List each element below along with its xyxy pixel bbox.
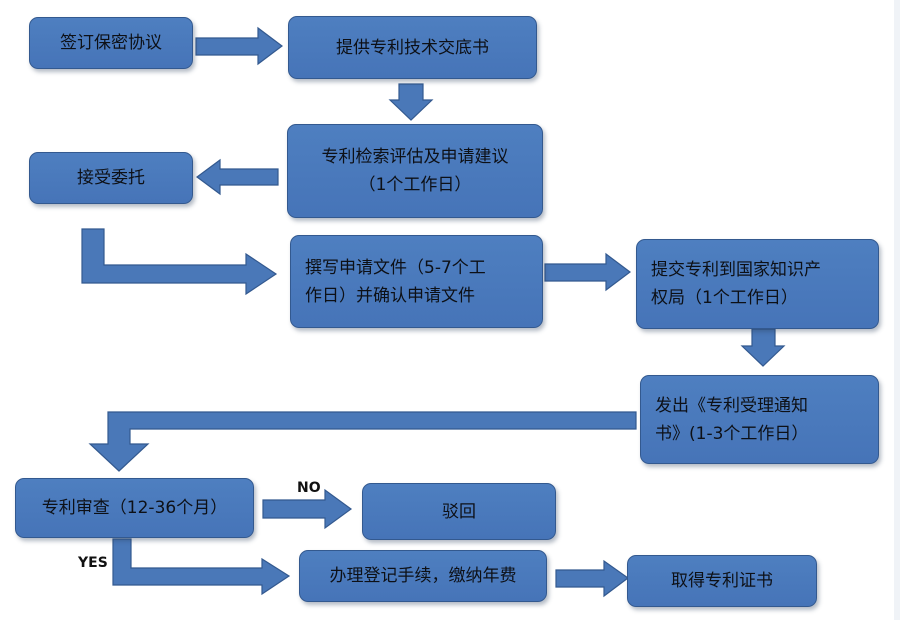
node-search-evaluation: 专利检索评估及申请建议 （1个工作日） bbox=[287, 124, 543, 218]
node-submit-cnipa-line2: 权局（1个工作日） bbox=[651, 288, 798, 308]
node-write-application: 撰写申请文件（5-7个工 作日）并确认申请文件 bbox=[290, 235, 543, 328]
arrow-accept-to-write bbox=[81, 228, 278, 296]
node-submit-cnipa: 提交专利到国家知识产 权局（1个工作日） bbox=[636, 239, 879, 329]
arrow-submit-to-notice bbox=[740, 328, 786, 367]
node-rejection: 驳回 bbox=[362, 483, 556, 540]
node-obtain-certificate-label: 取得专利证书 bbox=[671, 571, 773, 591]
node-acceptance-notice-line1: 发出《专利受理通知 bbox=[655, 395, 808, 416]
edge-label-no: NO bbox=[297, 480, 321, 496]
arrow-provide-to-search bbox=[388, 83, 434, 121]
arrow-write-to-submit bbox=[544, 252, 631, 292]
node-provide-disclosure-label: 提供专利技术交底书 bbox=[336, 37, 489, 58]
node-write-application-line1: 撰写申请文件（5-7个工 bbox=[305, 257, 486, 278]
node-accept-commission: 接受委托 bbox=[29, 152, 193, 204]
arrow-exam-to-register bbox=[112, 538, 291, 596]
node-rejection-label: 驳回 bbox=[442, 501, 476, 522]
arrow-notice-to-exam bbox=[88, 411, 637, 472]
node-register-pay-fee-label: 办理登记手续，缴纳年费 bbox=[329, 566, 517, 586]
arrow-register-to-certificate bbox=[555, 559, 630, 598]
node-write-application-line2: 作日）并确认申请文件 bbox=[305, 285, 475, 306]
arrow-sign-to-provide bbox=[195, 26, 283, 66]
node-patent-examination-label: 专利审查（12-36个月） bbox=[41, 498, 228, 518]
node-sign-nda: 签订保密协议 bbox=[29, 17, 193, 69]
node-accept-commission-label: 接受委托 bbox=[77, 168, 145, 188]
edge-label-yes: YES bbox=[78, 555, 108, 571]
arrow-search-to-accept bbox=[195, 158, 279, 196]
node-obtain-certificate: 取得专利证书 bbox=[627, 555, 817, 607]
node-search-evaluation-line1: 专利检索评估及申请建议 bbox=[321, 147, 509, 167]
page-edge bbox=[894, 0, 900, 620]
node-register-pay-fee: 办理登记手续，缴纳年费 bbox=[299, 550, 547, 602]
node-acceptance-notice-line2: 书》(1-3个工作日） bbox=[655, 423, 809, 444]
node-sign-nda-label: 签订保密协议 bbox=[60, 33, 162, 53]
node-acceptance-notice: 发出《专利受理通知 书》(1-3个工作日） bbox=[640, 375, 879, 464]
node-provide-disclosure: 提供专利技术交底书 bbox=[288, 16, 537, 79]
node-search-evaluation-line2: （1个工作日） bbox=[358, 175, 472, 195]
arrow-exam-to-reject bbox=[262, 488, 353, 530]
node-patent-examination: 专利审查（12-36个月） bbox=[15, 478, 254, 538]
node-submit-cnipa-line1: 提交专利到国家知识产 bbox=[651, 260, 821, 280]
